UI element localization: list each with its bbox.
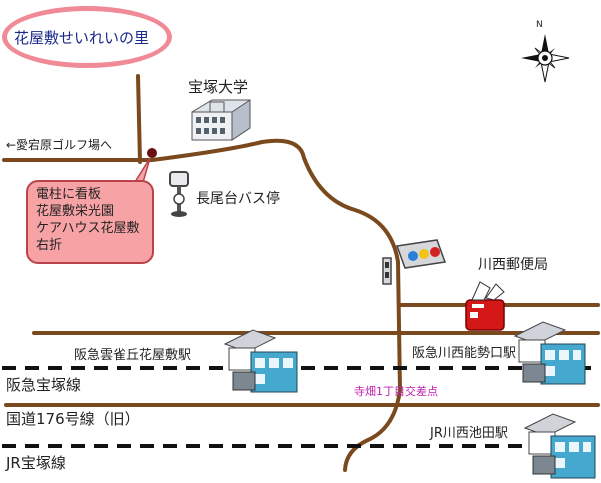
callout-line: 右折: [36, 238, 63, 253]
callout-line: ケアハウス花屋敷: [36, 221, 140, 236]
label-station-noseguchi: 阪急川西能勢口駅: [412, 346, 517, 361]
map-title: 花屋敷せいれいの里: [14, 29, 150, 47]
traffic-light-icon: [382, 239, 447, 285]
label-golf-direction: ←愛宕原ゴルフ場へ: [6, 138, 113, 152]
label-line-route176: 国道176号線（旧）: [6, 410, 140, 428]
label-bus-stop: 長尾台バス停: [196, 191, 280, 207]
compass-rose-icon: [521, 34, 570, 83]
roads: [2, 74, 600, 472]
label-station-hanayashiki: 阪急雲雀丘花屋敷駅: [74, 348, 192, 363]
label-line-hankyu: 阪急宝塚線: [6, 376, 82, 394]
rails: [2, 366, 598, 448]
label-post-office: 川西郵便局: [478, 257, 548, 273]
label-university: 宝塚大学: [188, 78, 249, 96]
station-icon-ikeda: [523, 413, 596, 479]
title-oval: [2, 6, 172, 68]
road-main-curve: [150, 138, 403, 472]
callout-line: 電柱に看板: [36, 187, 102, 202]
road-north-branch: [136, 74, 142, 164]
label-station-ikeda: JR川西池田駅: [430, 426, 508, 441]
bus-stop-icon: [169, 171, 189, 217]
compass-north-label: N: [536, 20, 543, 30]
university-building-icon: [191, 99, 251, 141]
label-line-jr: JR宝塚線: [6, 454, 66, 472]
callout-line: 花屋敷栄光園: [36, 204, 115, 219]
label-intersection: 寺畑1丁目交差点: [354, 385, 438, 398]
post-box-icon: [465, 281, 505, 331]
station-icon-hanayashiki: [223, 329, 298, 393]
turn-callout: 電柱に看板 花屋敷栄光園 ケアハウス花屋敷 右折: [26, 180, 154, 264]
turn-marker: [147, 148, 157, 158]
station-icon-noseguchi: [513, 321, 586, 385]
